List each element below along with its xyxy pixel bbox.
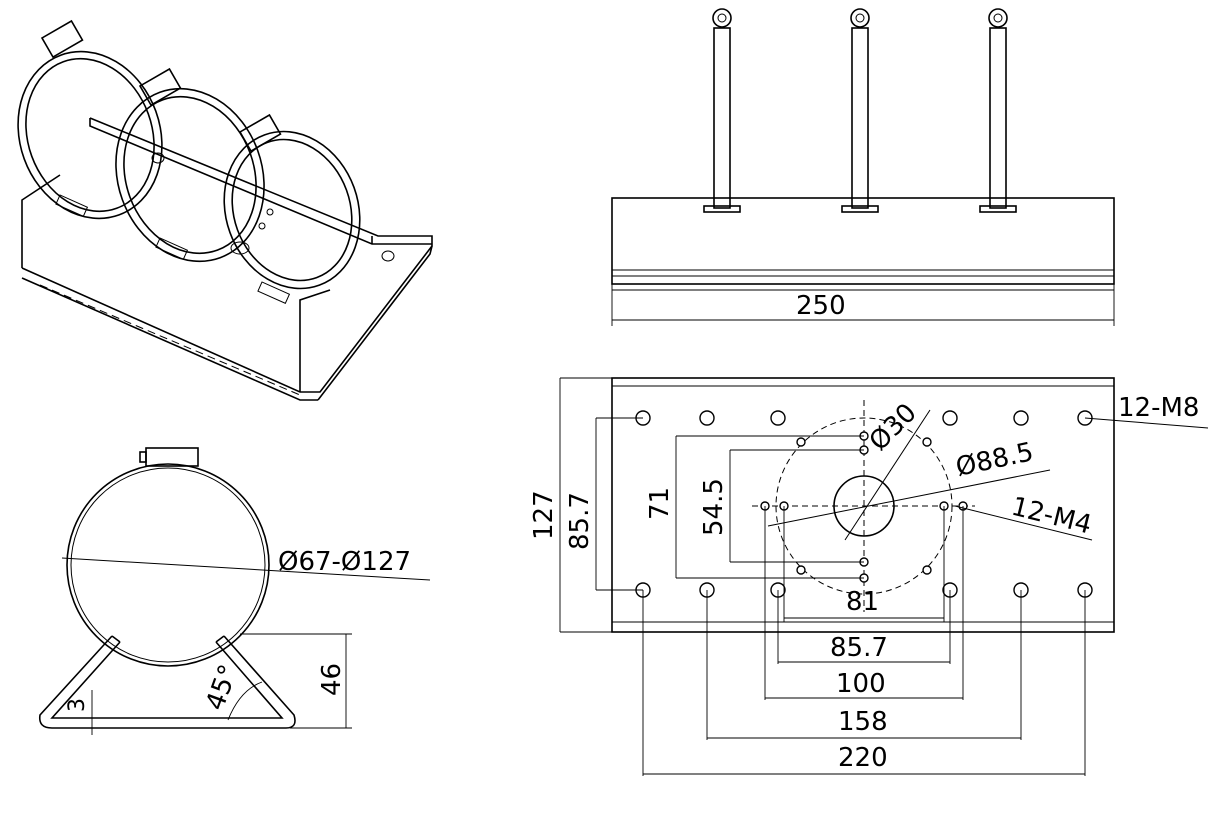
post-2 bbox=[841, 8, 879, 213]
label-thickness: 3 bbox=[65, 698, 90, 712]
label-height-71: 71 bbox=[645, 487, 675, 520]
label-height-127: 127 bbox=[529, 490, 559, 540]
label-thread-m8: 12-M8 bbox=[1118, 393, 1199, 423]
side-view bbox=[38, 447, 431, 735]
label-width-100: 100 bbox=[836, 669, 886, 699]
label-diameter-88-5: Ø88.5 bbox=[953, 437, 1036, 483]
label-height-85-7: 85.7 bbox=[565, 492, 595, 550]
isometric-view bbox=[17, 19, 433, 401]
label-height-54-5: 54.5 bbox=[699, 478, 729, 536]
label-width-220: 220 bbox=[838, 743, 888, 773]
label-width-81: 81 bbox=[846, 587, 879, 617]
label-leg-height: 46 bbox=[317, 663, 347, 696]
post-3 bbox=[979, 8, 1017, 213]
front-elevation-view bbox=[611, 8, 1115, 326]
label-thread-m4: 12-M4 bbox=[1008, 492, 1094, 541]
post-1 bbox=[703, 8, 741, 213]
label-diameter-30: Ø30 bbox=[864, 398, 923, 457]
label-width-158: 158 bbox=[838, 707, 888, 737]
plan-view bbox=[559, 377, 1209, 776]
label-overall-width: 250 bbox=[796, 291, 846, 321]
label-angle: 45° bbox=[200, 661, 244, 715]
label-clamp-range: Ø67-Ø127 bbox=[278, 547, 411, 577]
label-width-85-7: 85.7 bbox=[830, 633, 888, 663]
